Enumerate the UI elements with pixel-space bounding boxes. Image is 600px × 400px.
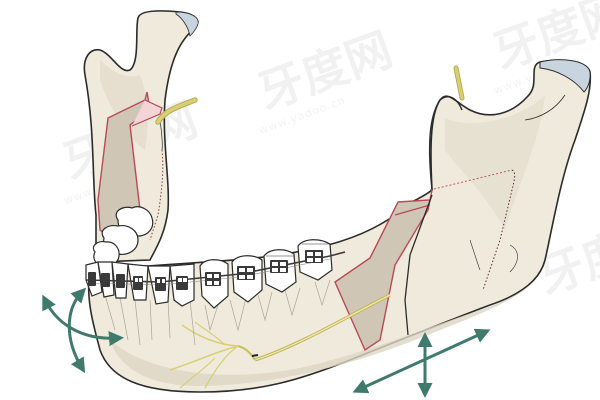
- mandible-body: [87, 59, 592, 393]
- left-rotation-arrows: [42, 287, 124, 374]
- inferior-alveolar-nerve: [155, 65, 465, 389]
- teeth-with-braces: [85, 206, 346, 309]
- right-translation-arrows: [352, 328, 491, 398]
